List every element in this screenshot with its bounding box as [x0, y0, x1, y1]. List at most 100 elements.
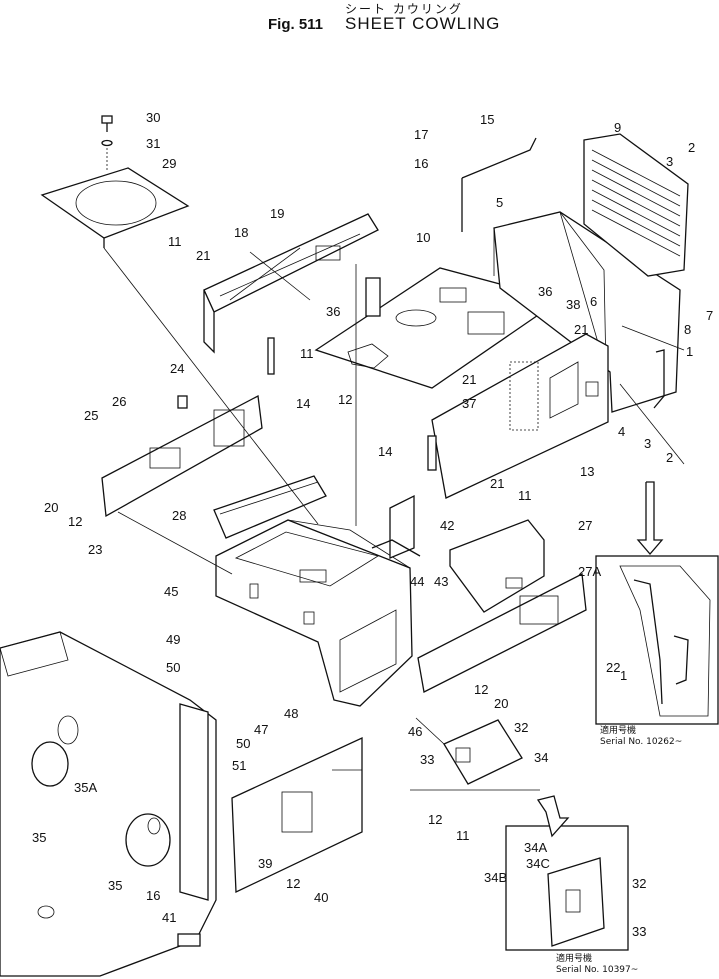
callout-14b: 14	[378, 444, 392, 459]
callout-32b: 32	[632, 876, 646, 891]
callout-1a: 1	[686, 344, 693, 359]
callout-45: 45	[164, 584, 178, 599]
callout-7: 7	[706, 308, 713, 323]
callout-12b: 12	[68, 514, 82, 529]
serial-note-b: 適用号機 Serial No. 10397~	[556, 954, 638, 976]
callout-18: 18	[234, 225, 248, 240]
callout-12d: 12	[428, 812, 442, 827]
part-13-side-cover	[431, 333, 609, 499]
part-24-clip	[177, 395, 188, 409]
callout-50a: 50	[166, 660, 180, 675]
serial-note-a-jp: 適用号機	[600, 726, 637, 736]
callout-9: 9	[614, 120, 621, 135]
callout-1b: 1	[620, 668, 627, 683]
callout-42: 42	[440, 518, 454, 533]
callout-19: 19	[270, 206, 284, 221]
callout-11b: 11	[300, 346, 314, 361]
callout-34: 34	[534, 750, 548, 765]
callout-34B: 34B	[484, 870, 507, 885]
part-42-bracket	[371, 494, 421, 559]
callout-35b: 35	[108, 878, 122, 893]
serial-note-a-text: Serial No. 10262~	[600, 737, 683, 747]
figure-number: Fig. 511	[268, 16, 324, 33]
callout-47: 47	[254, 722, 268, 737]
callout-2b: 2	[666, 450, 673, 465]
serial-note-a: 適用号機 Serial No. 10262~	[600, 726, 682, 748]
callout-3b: 3	[644, 436, 651, 451]
part-14-hinge-left	[267, 337, 275, 375]
arrow-to-inset-a	[636, 481, 664, 555]
part-27-cover	[449, 519, 545, 613]
callout-50b: 50	[236, 736, 250, 751]
callout-30: 30	[146, 110, 160, 125]
callout-22: 22	[606, 660, 620, 675]
part-22-side-panel	[417, 572, 587, 693]
callout-21d: 21	[490, 476, 504, 491]
part-9-grille	[583, 133, 689, 277]
serial-note-b-text: Serial No. 10397~	[556, 965, 639, 975]
figure-title: SHEET COWLING	[345, 14, 501, 33]
callout-24: 24	[170, 361, 184, 376]
serial-note-b-jp: 適用号機	[556, 954, 593, 964]
part-14-hinge-right	[427, 435, 437, 471]
callout-11c: 11	[518, 488, 532, 503]
leader-lines	[103, 247, 685, 791]
callout-6: 6	[590, 294, 597, 309]
callout-34A: 34A	[524, 840, 547, 855]
callout-32a: 32	[514, 720, 528, 735]
callout-37: 37	[462, 396, 476, 411]
callout-35A: 35A	[74, 780, 97, 795]
part-39-cover	[231, 736, 363, 894]
part-1-handle	[653, 349, 665, 409]
callout-11d: 11	[456, 828, 470, 843]
callout-21c: 21	[462, 372, 476, 387]
callout-51: 51	[232, 758, 246, 773]
callout-43: 43	[434, 574, 448, 589]
callout-33b: 33	[632, 924, 646, 939]
inset-serial-10262	[595, 555, 719, 725]
callout-12c: 12	[474, 682, 488, 697]
part-18-seat-panel	[203, 213, 379, 354]
arrow-to-inset-b	[536, 795, 570, 838]
part-15-stay-rod	[461, 137, 537, 232]
callout-16b: 16	[146, 888, 160, 903]
part-30-bolt	[101, 115, 113, 170]
callout-28: 28	[172, 508, 186, 523]
part-45-seat-frame	[215, 519, 413, 707]
japanese-title: シート カウリング	[345, 2, 463, 16]
callout-4: 4	[618, 424, 625, 439]
callout-2a: 2	[688, 140, 695, 155]
callout-15: 15	[480, 112, 494, 127]
callout-11a: 11	[168, 234, 182, 249]
callout-17: 17	[414, 127, 428, 142]
callout-10: 10	[416, 230, 430, 245]
callout-20a: 20	[44, 500, 58, 515]
callout-33a: 33	[420, 752, 434, 767]
part-28-cover	[213, 475, 327, 539]
callout-12e: 12	[286, 876, 300, 891]
callout-27: 27	[578, 518, 592, 533]
callout-3a: 3	[666, 154, 673, 169]
callout-48: 48	[284, 706, 298, 721]
callout-31: 31	[146, 136, 160, 151]
callout-20b: 20	[494, 696, 508, 711]
inset-serial-10397	[505, 825, 629, 951]
callout-36b: 36	[538, 284, 552, 299]
callout-44: 44	[410, 574, 424, 589]
callout-8: 8	[684, 322, 691, 337]
callout-21b: 21	[574, 322, 588, 337]
part-23-side-panel	[101, 394, 263, 518]
callout-49: 49	[166, 632, 180, 647]
callout-36a: 36	[326, 304, 340, 319]
callout-35a: 35	[32, 830, 46, 845]
callout-12a: 12	[338, 392, 352, 407]
callout-5: 5	[496, 195, 503, 210]
callout-39: 39	[258, 856, 272, 871]
callout-23: 23	[88, 542, 102, 557]
callout-13: 13	[580, 464, 594, 479]
callout-46: 46	[408, 724, 422, 739]
callout-27A: 27A	[578, 564, 601, 579]
